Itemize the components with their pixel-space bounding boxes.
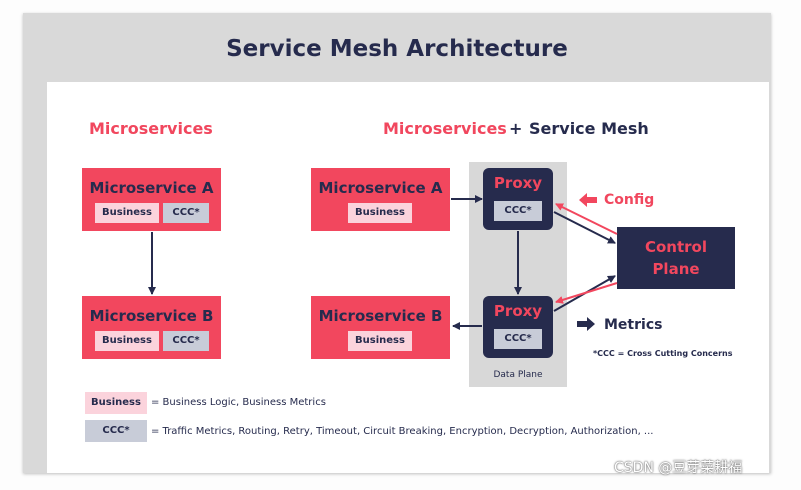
right-heading-service-mesh: Service Mesh xyxy=(529,119,649,138)
proxy-bottom-title: Proxy xyxy=(493,302,543,320)
legend-business-chip: Business xyxy=(85,392,147,414)
left-microservice-a-title: Microservice A xyxy=(89,179,214,197)
watermark: CSDN @豆芽菜耕福 xyxy=(614,460,743,476)
right-microservice-a-title: Microservice A xyxy=(318,179,443,197)
right-microservice-a: Microservice A Business xyxy=(311,168,450,231)
left-microservice-b-ccc-chip: CCC* xyxy=(163,331,209,351)
left-heading: Microservices xyxy=(89,119,213,138)
arrow-control-to-proxy-top xyxy=(555,203,618,235)
left-microservice-a-business-chip: Business xyxy=(95,203,159,223)
proxy-bottom: Proxy CCC* xyxy=(483,296,553,358)
control-plane-line2: Plane xyxy=(652,260,700,278)
proxy-top-ccc-chip: CCC* xyxy=(494,201,542,221)
metrics-arrow-icon xyxy=(577,317,595,331)
metrics-label: Metrics xyxy=(604,317,663,333)
right-microservice-a-business-chip: Business xyxy=(348,203,412,223)
right-microservice-b-business-chip: Business xyxy=(348,331,412,351)
left-microservice-a-ccc-chip: CCC* xyxy=(163,203,209,223)
proxy-top: Proxy CCC* xyxy=(483,168,553,230)
data-plane-label: Data Plane xyxy=(493,370,543,380)
left-microservice-b: Microservice B Business CCC* xyxy=(82,296,221,359)
config-label: Config xyxy=(604,192,655,208)
legend-ccc-text: = Traffic Metrics, Routing, Retry, Timeo… xyxy=(151,426,654,437)
right-microservice-b-title: Microservice B xyxy=(318,307,443,325)
diagram-title: Service Mesh Architecture xyxy=(226,36,568,62)
right-heading-plus: + xyxy=(509,119,523,138)
legend-ccc-chip: CCC* xyxy=(85,420,147,442)
left-microservice-b-title: Microservice B xyxy=(89,307,214,325)
arrow-proxy-top-to-control xyxy=(553,211,616,244)
control-plane-line1: Control xyxy=(644,238,707,256)
ccc-footnote: *CCC = Cross Cutting Concerns xyxy=(593,349,733,358)
proxy-bottom-ccc-chip: CCC* xyxy=(494,329,542,349)
proxy-top-title: Proxy xyxy=(493,174,543,192)
arrow-control-to-proxy-bottom xyxy=(555,282,618,304)
left-microservice-b-business-chip: Business xyxy=(95,331,159,351)
control-plane: Control Plane xyxy=(617,227,735,289)
right-microservice-b: Microservice B Business xyxy=(311,296,450,359)
legend-business-text: = Business Logic, Business Metrics xyxy=(151,397,326,408)
left-microservice-a: Microservice A Business CCC* xyxy=(82,168,221,231)
config-arrow-icon xyxy=(579,193,597,207)
right-heading-microservices: Microservices xyxy=(383,119,507,138)
